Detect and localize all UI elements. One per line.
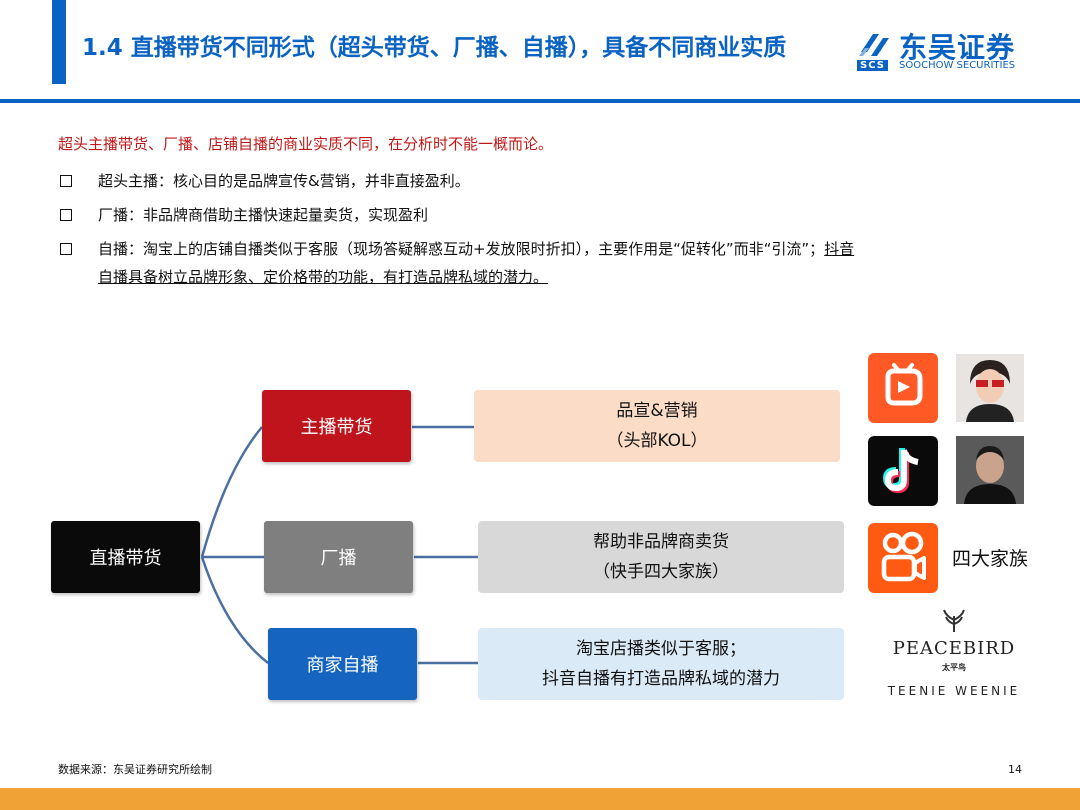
bullet-underlined-text: 抖音 [824, 240, 855, 258]
result-box-merchant: 淘宝店播类似于客服； 抖音自播有打造品牌私域的潜力 [478, 628, 844, 700]
footer-bar [0, 788, 1080, 810]
result-line: 抖音自播有打造品牌私域的潜力 [542, 669, 780, 689]
peacebird-mark-icon [943, 609, 965, 632]
person-photo-icon [956, 436, 1024, 504]
result-line: （头部KOL） [606, 431, 708, 451]
bullet-text: 厂播：非品牌商借助主播快速起量卖货，实现盈利 [98, 206, 429, 224]
taobao-live-icon [868, 353, 938, 423]
host-photo-2 [956, 436, 1024, 504]
branch-node-host-selling: 主播带货 [262, 390, 411, 462]
page-title: 1.4 直播带货不同形式（超头带货、厂播、自播），具备不同商业实质 [82, 35, 787, 61]
data-source-note: 数据来源：东吴证券研究所绘制 [58, 763, 212, 776]
result-line: 品宣&营销 [616, 401, 698, 421]
person-photo-icon [956, 354, 1024, 422]
connector-root-to-merchant [200, 556, 269, 664]
sub-brand-name: TEENIE WEENIE [887, 684, 1021, 698]
logo-abbr: SCS [857, 60, 888, 71]
square-bullet-icon [60, 243, 72, 255]
bullet-text-line1: 自播：淘宝上的店铺自播类似于客服（现场答疑解惑互动+发放限时折扣），主要作用是“… [98, 238, 854, 259]
four-families-label: 四大家族 [952, 548, 1029, 570]
page-number: 14 [1008, 763, 1022, 776]
header-accent-bar [52, 0, 66, 84]
intro-statement: 超头主播带货、厂播、店铺自播的商业实质不同，在分析时不能一概而论。 [58, 135, 554, 153]
brand-name: PEACEBIRD [892, 638, 1016, 659]
branch-node-factory-live: 厂播 [264, 521, 413, 593]
bullet-text: 超头主播：核心目的是品牌宣传&营销，并非直接盈利。 [98, 172, 470, 190]
result-box-factory: 帮助非品牌商卖货 （快手四大家族） [478, 521, 844, 593]
logo-chinese-name: 东吴证券 [899, 31, 1016, 64]
brand-chinese-name: 太平鸟 [942, 663, 966, 672]
peacebird-brand-logo: PEACEBIRD 太平鸟 TEENIE WEENIE [870, 608, 1038, 700]
header-divider [0, 99, 1080, 103]
kuaishou-icon [868, 523, 938, 593]
host-photo-1 [956, 354, 1024, 422]
branch-node-merchant-self-live: 商家自播 [268, 628, 417, 700]
result-line: 淘宝店播类似于客服； [576, 639, 746, 659]
result-line: 帮助非品牌商卖货 [593, 532, 729, 552]
square-bullet-icon [60, 175, 72, 187]
soochow-logo-icon [859, 34, 889, 56]
company-logo: SCS 东吴证券 SOOCHOW SECURITIES [857, 30, 1037, 76]
square-bullet-icon [60, 209, 72, 221]
logo-english-name: SOOCHOW SECURITIES [899, 60, 1016, 71]
bullet-underlined-text: 自播具备树立品牌形象、定价格带的功能，有打造品牌私域的潜力。 [98, 268, 549, 286]
douyin-icon [868, 436, 938, 506]
result-box-host: 品宣&营销 （头部KOL） [474, 390, 840, 462]
bullet-plain-text: 自播：淘宝上的店铺自播类似于客服（现场答疑解惑互动+发放限时折扣），主要作用是“… [98, 240, 825, 258]
root-node-live-commerce: 直播带货 [51, 521, 200, 593]
result-line: （快手四大家族） [593, 562, 729, 582]
connector-root-to-host [200, 426, 263, 558]
